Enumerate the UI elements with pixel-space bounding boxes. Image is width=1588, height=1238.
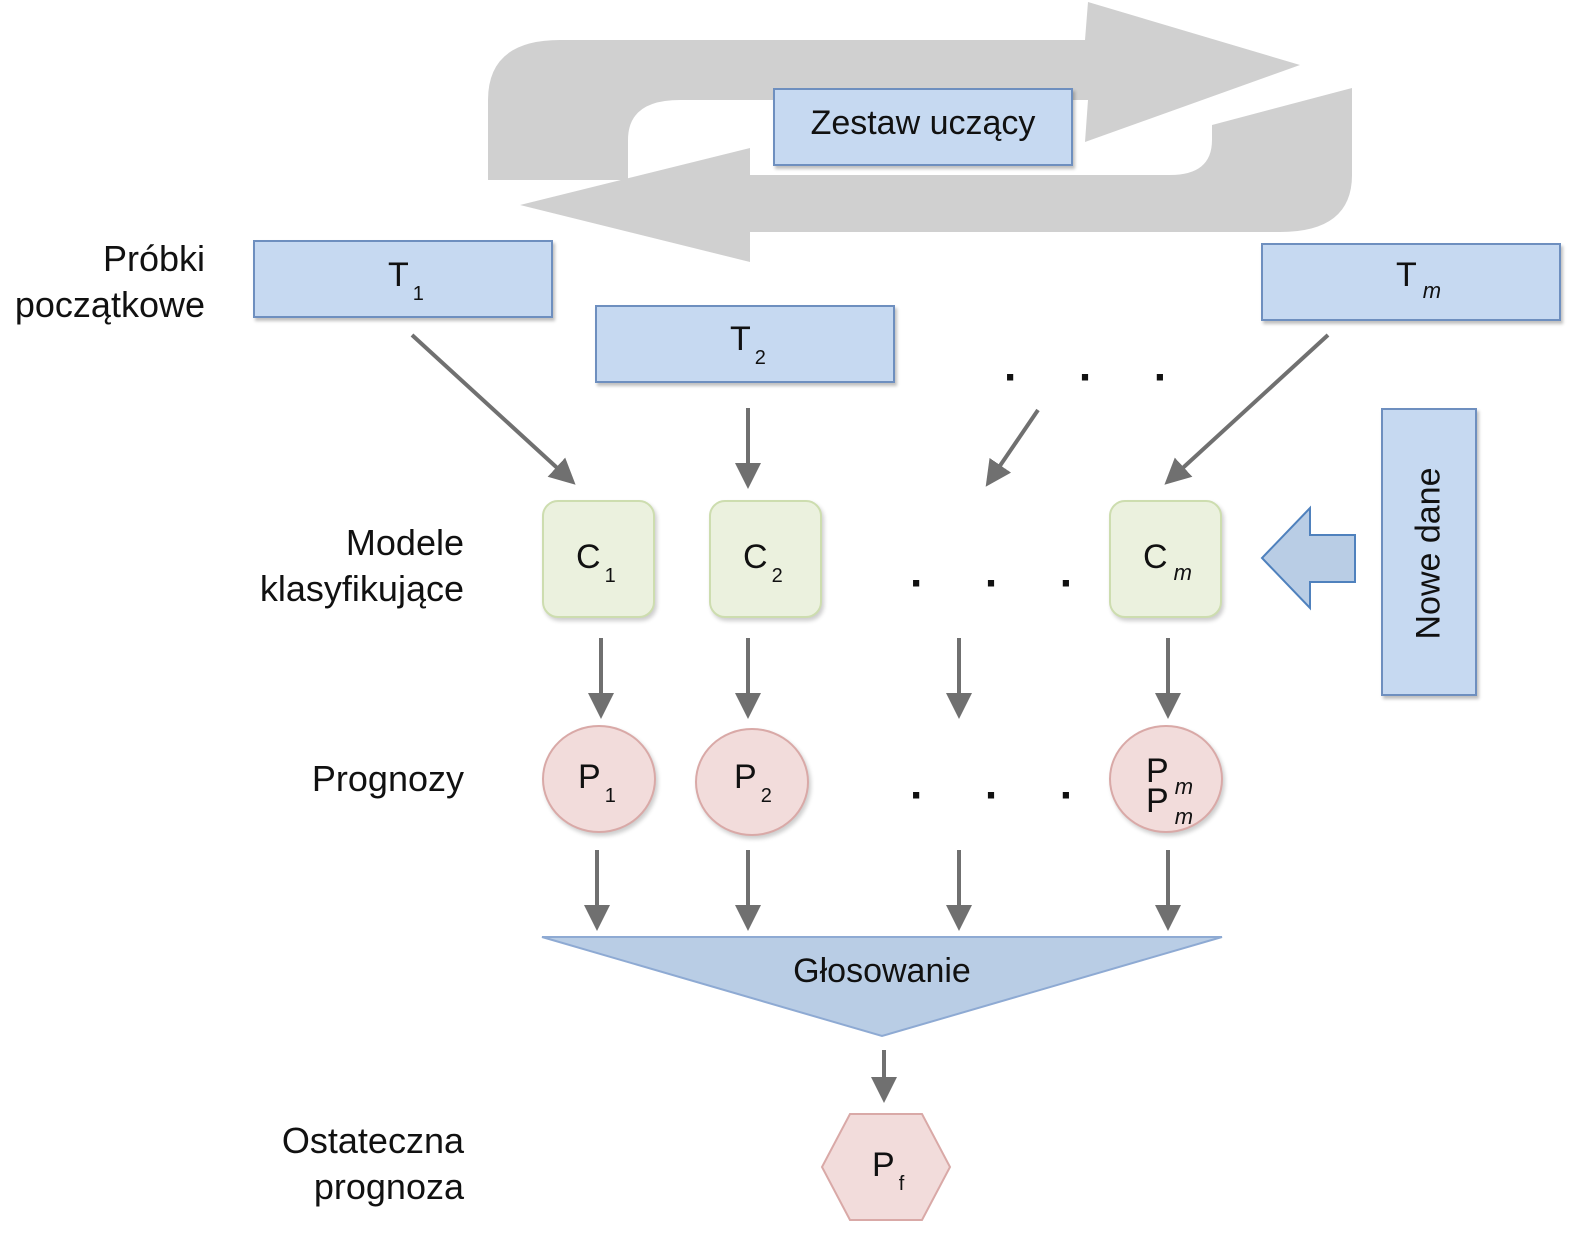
classifier-c1 (542, 500, 655, 618)
final-hexagon (820, 1113, 952, 1221)
sample-box-t1 (253, 240, 553, 318)
training-set-label: Zestaw uczący (810, 104, 1036, 142)
arrow-dots-c (985, 408, 1040, 487)
prediction-pm (1109, 725, 1223, 833)
new-data-arrow (1260, 505, 1356, 611)
cycle-arrow-bottom (520, 88, 1352, 262)
ellipsis-classifiers: · · · (910, 559, 1099, 608)
classifier-c2 (709, 500, 822, 618)
arrow-t1-c1 (410, 333, 576, 485)
ellipsis-predictions: · · · (910, 771, 1099, 820)
row-label-predictions: Prognozy (311, 758, 464, 799)
classifier-cm (1109, 500, 1222, 618)
prediction-p1 (542, 725, 656, 833)
sample-box-t2 (595, 305, 895, 383)
voting-funnel (541, 936, 1223, 1038)
sample-box-tm (1261, 243, 1561, 321)
new-data-label: Nowe dane (1409, 467, 1448, 640)
prediction-p2 (695, 728, 809, 836)
arrow-tm-cm (1164, 333, 1330, 485)
ellipsis-samples: · · · (1004, 353, 1193, 402)
training-set-box (773, 88, 1073, 166)
new-data-box (1381, 408, 1477, 696)
voting-label: Głosowanie (793, 952, 971, 990)
